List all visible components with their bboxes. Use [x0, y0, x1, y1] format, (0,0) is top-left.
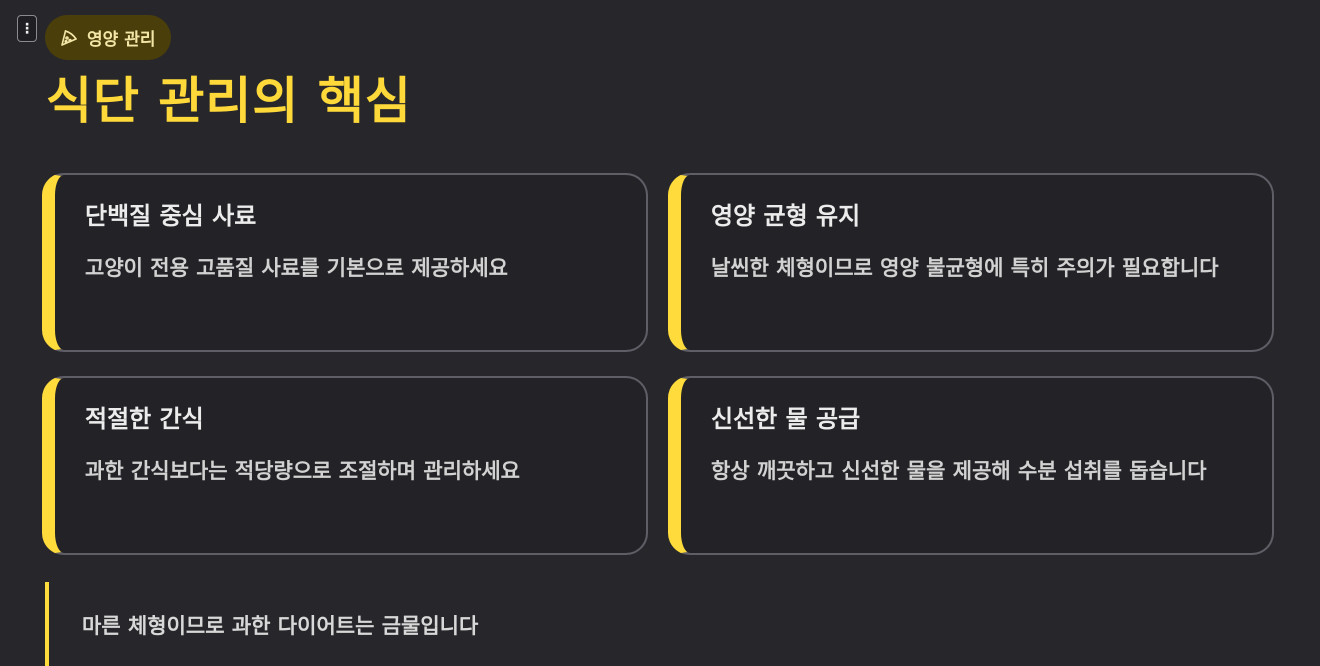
category-tag: 영양 관리: [45, 15, 172, 60]
card-fresh-water: 신선한 물 공급 항상 깨끗하고 신선한 물을 제공해 수분 섭취를 돕습니다: [668, 376, 1274, 555]
vertical-dots-icon: ⋮: [20, 20, 34, 37]
menu-button[interactable]: ⋮: [17, 15, 37, 42]
card-title: 단백질 중심 사료: [85, 202, 257, 230]
card-nutrition-balance: 영양 균형 유지 날씬한 체형이므로 영양 불균형에 특히 주의가 필요합니다: [668, 173, 1274, 352]
card-description: 날씬한 체형이므로 영양 불균형에 특히 주의가 필요합니다: [711, 256, 1219, 280]
note-text: 마른 체형이므로 과한 다이어트는 금물입니다: [82, 614, 479, 638]
card-title: 신선한 물 공급: [711, 405, 861, 433]
card-snacks: 적절한 간식 과한 간식보다는 적당량으로 조절하며 관리하세요: [42, 376, 648, 555]
tag-label: 영양 관리: [87, 30, 156, 50]
card-title: 적절한 간식: [85, 405, 204, 433]
card-description: 고양이 전용 고품질 사료를 기본으로 제공하세요: [85, 256, 508, 280]
card-description: 항상 깨끗하고 신선한 물을 제공해 수분 섭취를 돕습니다: [711, 459, 1207, 483]
page-title: 식단 관리의 핵심: [46, 72, 412, 130]
card-description: 과한 간식보다는 적당량으로 조절하며 관리하세요: [85, 459, 520, 483]
warning-note: 마른 체형이므로 과한 다이어트는 금물입니다: [45, 582, 1275, 666]
pizza-slice-icon: [59, 28, 79, 48]
card-protein-food: 단백질 중심 사료 고양이 전용 고품질 사료를 기본으로 제공하세요: [42, 173, 648, 352]
card-title: 영양 균형 유지: [711, 202, 861, 230]
